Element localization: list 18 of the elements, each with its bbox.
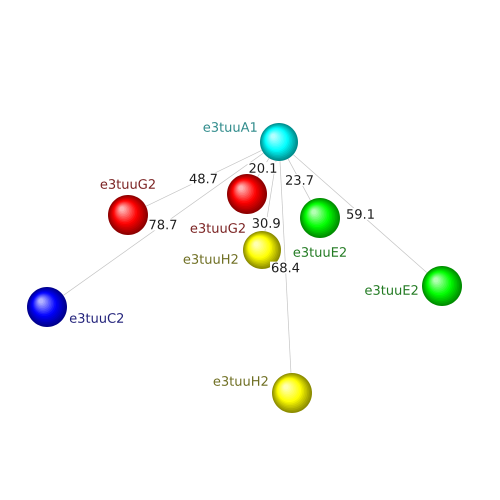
edge-label: 23.7 (284, 174, 315, 186)
node-label: e3tuuA1 (204, 122, 257, 132)
connector-line (63, 152, 264, 296)
node-label: e3tuuC2 (70, 313, 124, 323)
node-label: e3tuuE2 (365, 285, 418, 295)
edge-label: 78.7 (148, 218, 178, 230)
edge-label: 59.1 (345, 208, 376, 220)
node-label: e3tuuG2 (100, 179, 155, 189)
node-label: e3tuuE2 (294, 247, 346, 257)
node-label: e3tuuH2 (214, 376, 268, 386)
connector-line (280, 160, 292, 374)
edge-label: 48.7 (188, 172, 219, 184)
node-label: e3tuuH2 (184, 254, 238, 264)
node-label: e3tuuG2 (190, 223, 245, 233)
edge-label: 20.1 (248, 162, 278, 174)
edge-label: 30.9 (250, 217, 282, 229)
edge-label: 68.4 (270, 262, 301, 274)
connector-line (293, 154, 428, 273)
